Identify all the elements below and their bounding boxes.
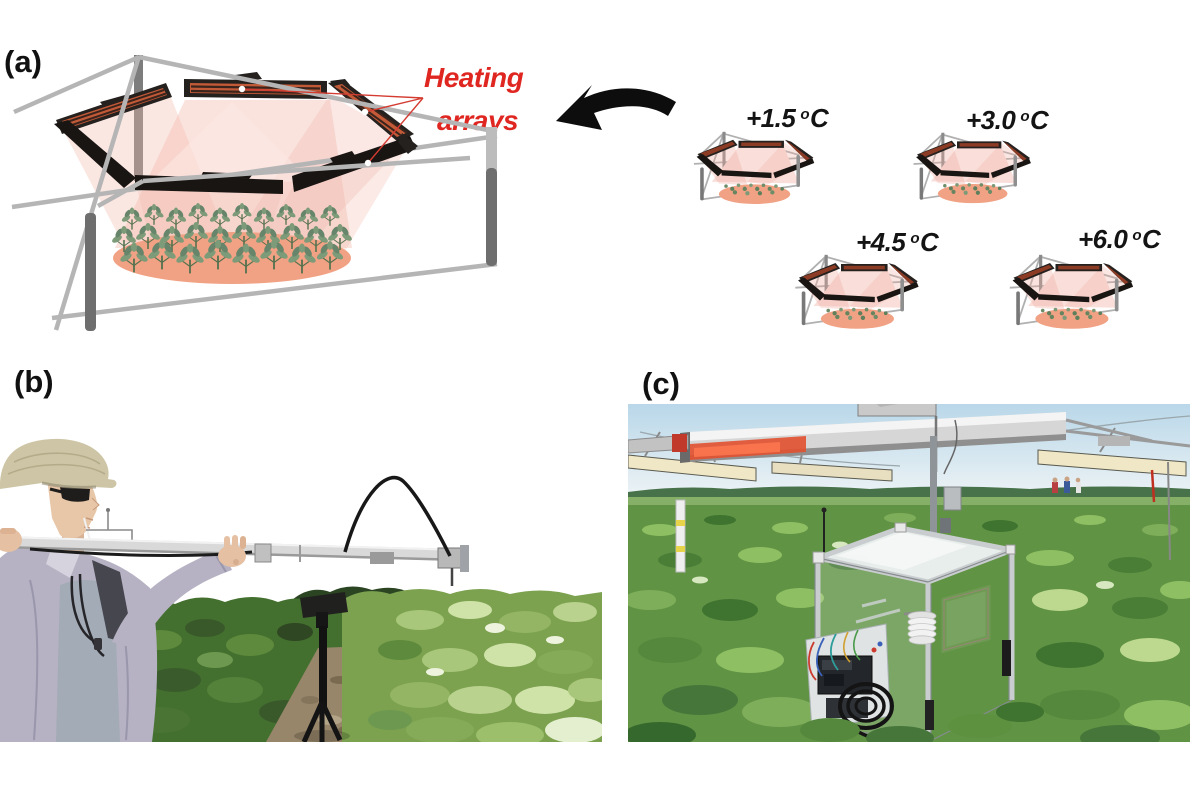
frame-left-post xyxy=(85,213,96,331)
white-post xyxy=(675,499,686,573)
frame-back-post xyxy=(134,55,143,181)
treatment-value: +1.5 xyxy=(746,103,796,133)
mini-chamber-1.5C xyxy=(693,130,816,205)
inner-tubing xyxy=(855,598,901,624)
mini-chamber-4.5C xyxy=(794,253,920,330)
mini-chamber-6.0C xyxy=(1008,253,1135,330)
center-pole xyxy=(930,436,937,536)
left-hand xyxy=(0,528,22,552)
frame-rails xyxy=(13,54,498,331)
sensor-cable-arc xyxy=(343,475,452,557)
pole-latch xyxy=(370,552,394,564)
heater-mount-tab xyxy=(330,151,356,164)
radiation-shield-sensor xyxy=(903,610,937,645)
frame-right-post-top xyxy=(486,127,497,171)
panel-a-diagram xyxy=(11,54,1135,331)
sample-window-frame xyxy=(941,584,991,654)
heating-arrays-annotation-line1: Heating xyxy=(424,62,524,93)
far-field-band xyxy=(628,497,1190,507)
leader-dot xyxy=(364,159,372,167)
boom-pole-instrument xyxy=(0,475,469,586)
treatment-value: +6.0 xyxy=(1078,224,1128,254)
wire-bracket xyxy=(86,512,133,541)
electronics-cluster xyxy=(805,623,891,731)
red-marker-stake xyxy=(1150,469,1156,503)
panel-b-photo xyxy=(0,428,602,742)
treeline xyxy=(628,486,1190,500)
junction-box xyxy=(943,486,962,511)
pole-clamp xyxy=(254,543,272,563)
degree-symbol: o xyxy=(910,229,920,247)
frame-sensor-bar xyxy=(1002,640,1011,676)
lanyard-cord xyxy=(70,573,105,658)
flow-arrow-icon xyxy=(556,85,676,130)
distant-people xyxy=(1052,476,1081,493)
panel-c-photo xyxy=(628,404,1190,742)
treatment-unit: C xyxy=(920,227,939,257)
treatment-value: +3.0 xyxy=(966,105,1016,135)
small-box xyxy=(940,518,951,533)
tripod-instrument xyxy=(294,592,350,742)
sunglasses xyxy=(60,487,90,502)
mini-chamber-3.0C xyxy=(912,131,1032,205)
heater-corner-block xyxy=(398,133,418,154)
treatment-value: +4.5 xyxy=(856,227,906,257)
leg-anchor xyxy=(925,700,934,730)
shirt-collar xyxy=(46,546,80,578)
right-support-bracket xyxy=(1098,436,1130,446)
raised-arm-sleeve xyxy=(112,548,232,650)
treatment-unit: C xyxy=(1142,224,1161,254)
annotation-leader-lines xyxy=(238,85,424,167)
foreground-leaves xyxy=(800,702,1044,742)
right-crop-rows xyxy=(342,589,602,742)
panel-c-label: (c) xyxy=(642,366,680,401)
treatment-unit: C xyxy=(810,103,829,133)
panel-a-label: (a) xyxy=(4,44,42,79)
gripping-hand xyxy=(218,535,246,567)
degree-symbol: o xyxy=(1020,107,1030,125)
mount-bracket xyxy=(857,404,937,417)
degree-symbol: o xyxy=(1132,226,1142,244)
tee-shirt xyxy=(56,579,120,742)
leader-dot xyxy=(238,85,246,93)
degree-symbol: o xyxy=(800,105,810,123)
panel-b-label: (b) xyxy=(14,364,54,399)
red-coupler xyxy=(672,434,687,452)
pole-end-cap xyxy=(460,545,469,572)
frame-right-post xyxy=(486,168,497,266)
treatment-unit: C xyxy=(1030,105,1049,135)
leader-dot xyxy=(361,108,369,116)
heater-bar-left-front xyxy=(54,120,136,188)
